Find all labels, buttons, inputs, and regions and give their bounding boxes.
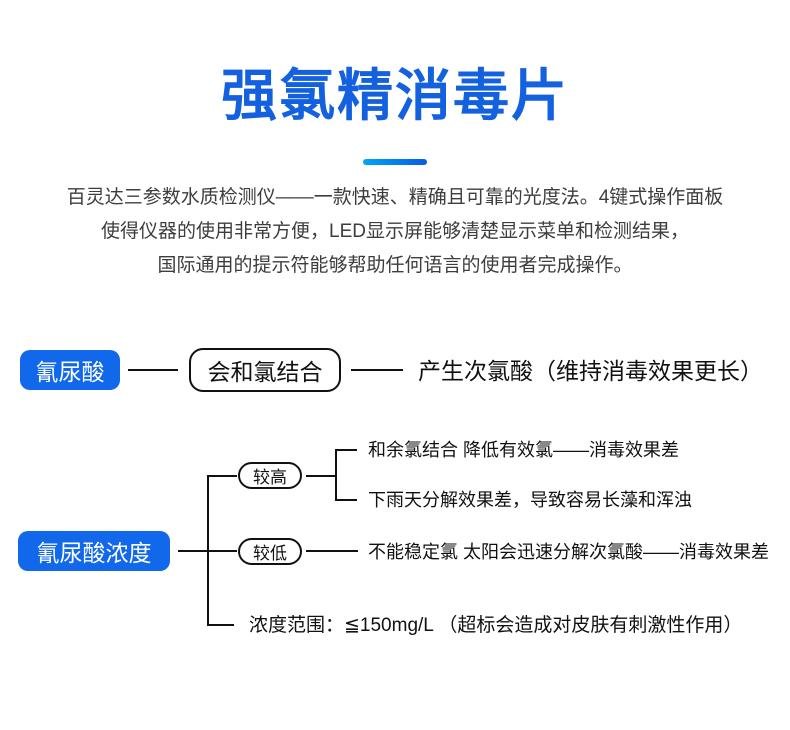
connector-line — [306, 475, 335, 477]
high-effect-text-1: 和余氯结合 降低有效氯——消毒效果差 — [368, 440, 679, 460]
concentration-badge: 氰尿酸浓度 — [18, 531, 170, 571]
intro-line-2: 使得仪器的使用非常方便，LED显示屏能够清楚显示菜单和检测结果， — [101, 221, 689, 242]
low-level-pill: 较低 — [238, 538, 302, 565]
low-effect-text: 不能稳定氯 太阳会迅速分解次氯酸——消毒效果差 — [368, 542, 769, 562]
combines-with-chlorine-node: 会和氯结合 — [189, 348, 341, 392]
tree-trunk-line — [207, 475, 209, 624]
connector-line — [335, 449, 357, 451]
sub-branch-line — [335, 449, 337, 500]
title-underline — [363, 159, 427, 165]
high-level-pill: 较高 — [238, 462, 302, 489]
concentration-range-text: 浓度范围：≦150mg/L （超标会造成对皮肤有刺激性作用） — [249, 615, 743, 636]
page-title: 强氯精消毒片 — [221, 64, 569, 127]
hypochlorous-acid-result-text: 产生次氯酸（维持消毒效果更长） — [418, 358, 763, 384]
intro-line-3: 国际通用的提示符能够帮助任何语言的使用者完成操作。 — [157, 255, 633, 276]
intro-line-1: 百灵达三参数水质检测仪——一款快速、精确且可靠的光度法。4键式操作面板 — [66, 187, 724, 208]
connector-line — [335, 499, 357, 501]
connector-line — [128, 369, 178, 371]
connector-line — [351, 369, 403, 371]
connector-line — [207, 475, 237, 477]
cyanuric-acid-badge: 氰尿酸 — [20, 350, 120, 390]
connector-line — [306, 550, 358, 552]
connector-line — [207, 624, 234, 626]
high-effect-text-2: 下雨天分解效果差，导致容易长藻和浑浊 — [368, 490, 692, 510]
intro-paragraph: 百灵达三参数水质检测仪——一款快速、精确且可靠的光度法。4键式操作面板 使得仪器… — [0, 181, 790, 283]
